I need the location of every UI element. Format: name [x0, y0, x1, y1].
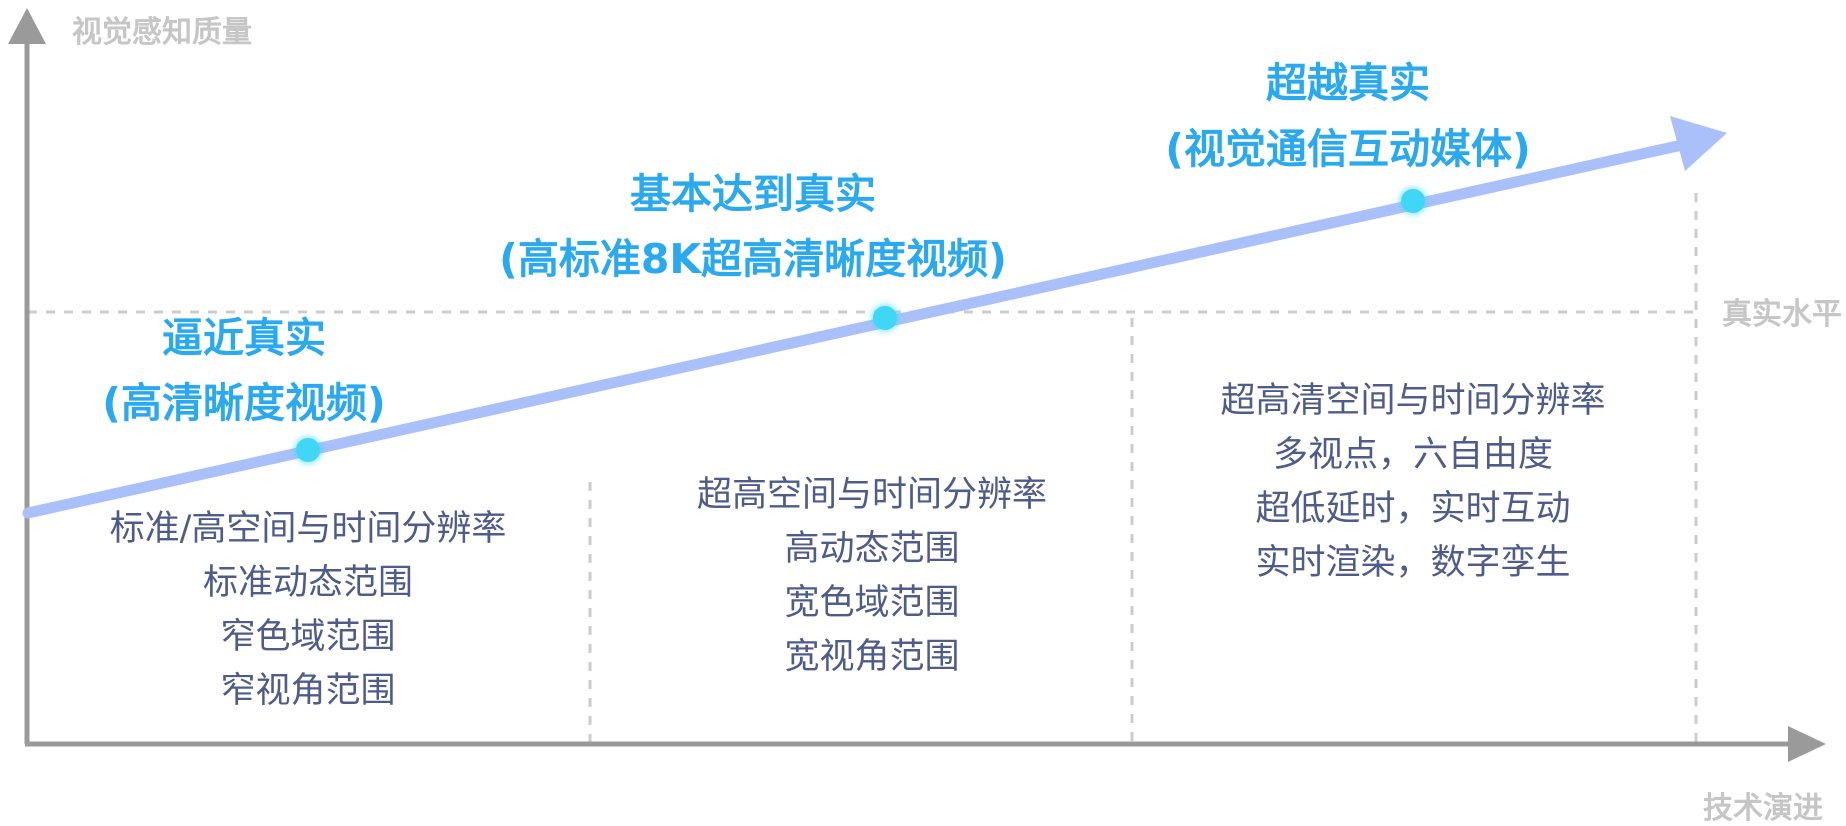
trend-arrow-head-icon [1670, 116, 1727, 171]
stage-1-feature-2: 标准动态范围 [203, 563, 413, 603]
stage-2-feature-4: 宽视角范围 [784, 637, 959, 677]
stage-2-feature-1: 超高空间与时间分辨率 [697, 475, 1047, 515]
stage-3-feature-1: 超高清空间与时间分辨率 [1220, 381, 1605, 421]
stage-3-title: 超越真实 [1266, 59, 1430, 107]
y-axis-arrow-icon [8, 8, 46, 44]
stage-2: 基本达到真实 (高标准8K超高清晰度视频) 超高空间与时间分辨率 高动态范围 宽… [499, 170, 1047, 677]
milestone-dot-2 [873, 306, 897, 330]
stage-1-feature-3: 窄色域范围 [220, 617, 395, 657]
milestone-dot-1 [296, 438, 320, 462]
stage-3: 超越真实 (视觉通信互动媒体) 超高清空间与时间分辨率 多视点，六自由度 超低延… [1165, 59, 1605, 583]
reality-level-label: 真实水平 [1722, 297, 1842, 332]
stage-2-feature-2: 高动态范围 [784, 529, 959, 569]
stage-1-title: 逼近真实 [162, 314, 326, 362]
stage-3-feature-4: 实时渲染，数字孪生 [1255, 543, 1570, 583]
stage-1-subtitle: (高清晰度视频) [102, 379, 385, 427]
y-axis-label: 视觉感知质量 [72, 15, 252, 50]
stage-3-feature-3: 超低延时，实时互动 [1255, 489, 1570, 529]
x-axis-label: 技术演进 [1703, 791, 1823, 826]
stage-1-feature-1: 标准/高空间与时间分辨率 [110, 509, 507, 549]
stage-2-title: 基本达到真实 [630, 170, 876, 218]
stage-1: 逼近真实 (高清晰度视频) 标准/高空间与时间分辨率 标准动态范围 窄色域范围 … [102, 314, 506, 711]
milestone-dot-3 [1401, 189, 1425, 213]
stage-2-feature-3: 宽色域范围 [784, 583, 959, 623]
stage-2-subtitle: (高标准8K超高清晰度视频) [499, 235, 1007, 283]
stage-3-subtitle: (视觉通信互动媒体) [1165, 125, 1530, 173]
x-axis-arrow-icon [1788, 726, 1826, 762]
stage-1-feature-4: 窄视角范围 [220, 671, 395, 711]
stage-3-feature-2: 多视点，六自由度 [1273, 435, 1553, 475]
